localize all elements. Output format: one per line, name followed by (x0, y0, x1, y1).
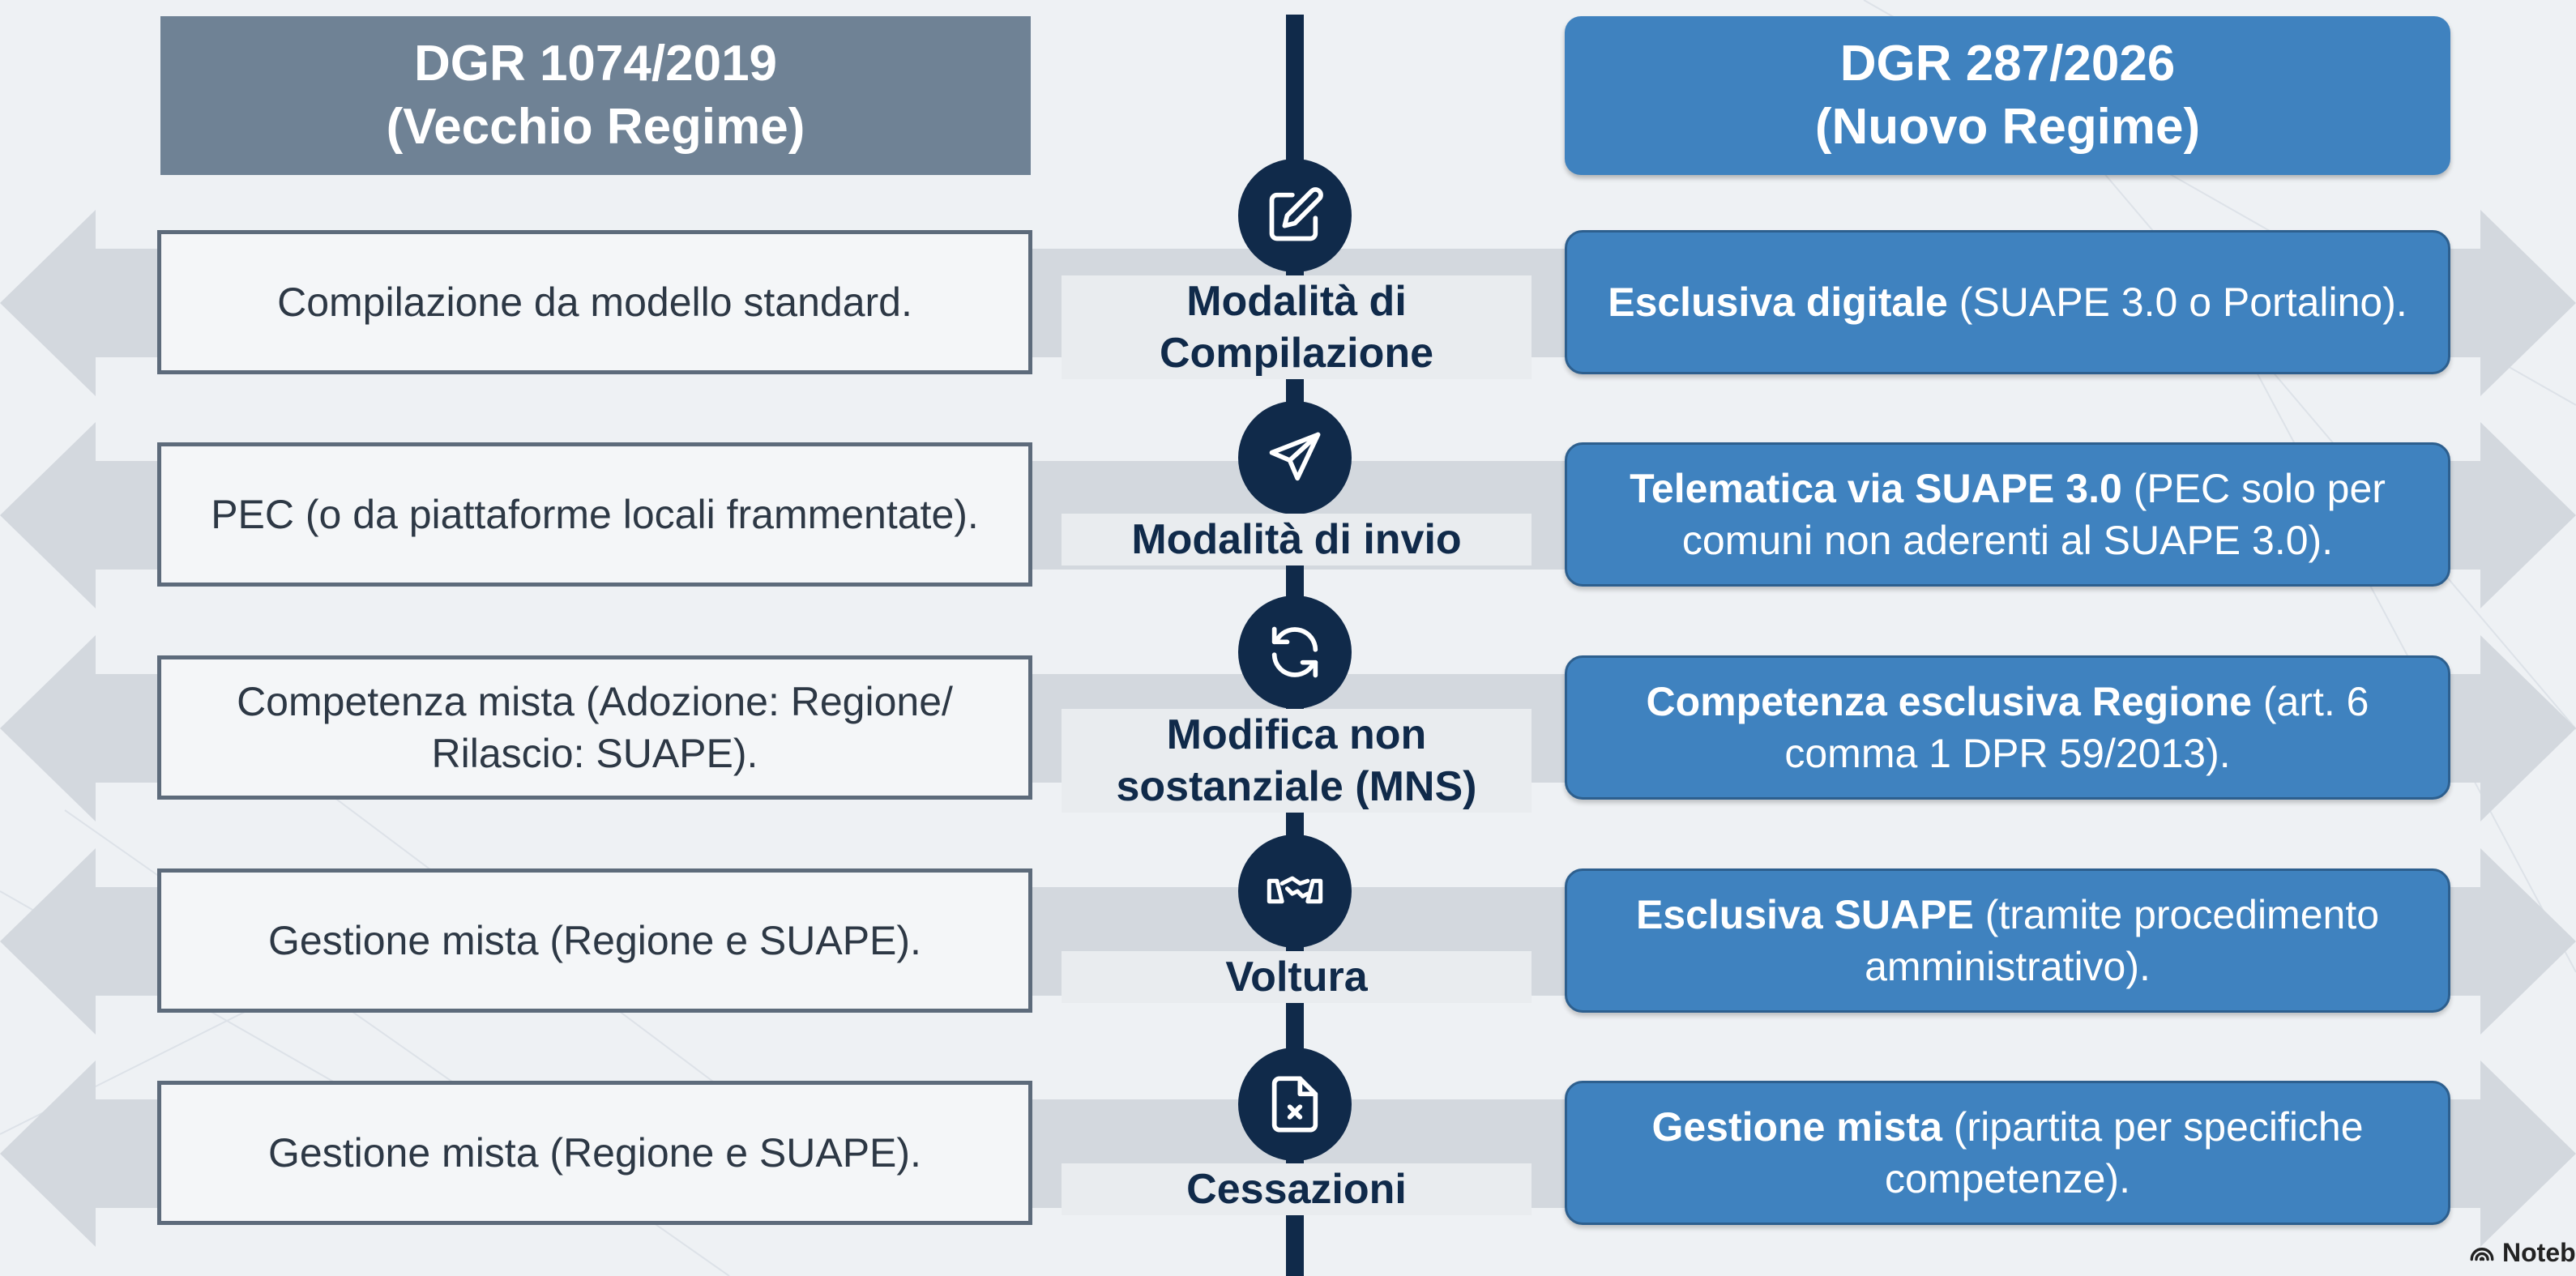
brand-name: Noteb (2502, 1237, 2576, 1267)
new-regime-cell: Competenza esclusiva Regione (art. 6 com… (1565, 655, 2450, 800)
handshake-icon (1238, 834, 1352, 948)
old-regime-cell: Compilazione da modello standard. (157, 230, 1032, 374)
old-regime-text: Gestione mista (Regione e SUAPE). (268, 1130, 921, 1176)
old-regime-title: DGR 1074/2019 (413, 36, 778, 92)
row-label: Modalità di Compilazione (1062, 275, 1532, 379)
row-label: Modifica non sostanziale (MNS) (1062, 709, 1532, 813)
new-regime-bold: Competenza esclusiva Regione (1646, 679, 2252, 724)
new-regime-cell: Esclusiva digitale (SUAPE 3.0 o Portalin… (1565, 230, 2450, 374)
old-regime-cell: Competenza mista (Adozione: Regione/ Ril… (157, 655, 1032, 800)
row-label: Modalità di invio (1062, 514, 1532, 565)
new-regime-detail: (art. 6 comma 1 DPR 59/2013). (1784, 679, 2369, 776)
row-label: Cessazioni (1062, 1163, 1532, 1215)
brand-logo-icon (2470, 1248, 2494, 1261)
row-label: Voltura (1062, 951, 1532, 1003)
new-regime-bold: Esclusiva SUAPE (1635, 892, 1974, 937)
old-regime-cell: Gestione mista (Regione e SUAPE). (157, 868, 1032, 1013)
new-regime-text: Competenza esclusiva Regione (art. 6 com… (1591, 676, 2424, 779)
new-regime-detail: (tramite procedimento amministrativo). (1865, 892, 2380, 989)
send-icon (1238, 401, 1352, 514)
new-regime-subtitle: (Nuovo Regime) (1814, 99, 2201, 155)
old-regime-subtitle: (Vecchio Regime) (386, 99, 805, 155)
new-regime-cell: Gestione mista (ripartita per specifiche… (1565, 1081, 2450, 1225)
new-regime-title: DGR 287/2026 (1839, 36, 2176, 92)
edit-icon (1238, 159, 1352, 272)
new-regime-cell: Esclusiva SUAPE (tramite procedimento am… (1565, 868, 2450, 1013)
new-regime-detail: (SUAPE 3.0 o Portalino). (1947, 280, 2407, 325)
old-regime-cell: PEC (o da piattaforme locali frammentate… (157, 442, 1032, 587)
new-regime-detail: (PEC solo per comuni non aderenti al SUA… (1681, 466, 2386, 563)
new-regime-bold: Telematica via SUAPE 3.0 (1630, 466, 2122, 511)
new-regime-bold: Esclusiva digitale (1608, 280, 1948, 325)
old-regime-text: Compilazione da modello standard. (277, 280, 912, 325)
new-regime-text: Gestione mista (ripartita per specifiche… (1591, 1101, 2424, 1205)
old-regime-cell: Gestione mista (Regione e SUAPE). (157, 1081, 1032, 1225)
new-regime-bold: Gestione mista (1651, 1104, 1942, 1150)
file-x-icon (1238, 1048, 1352, 1161)
new-regime-text: Esclusiva digitale (SUAPE 3.0 o Portalin… (1608, 276, 2407, 328)
new-regime-header: DGR 287/2026 (Nuovo Regime) (1565, 16, 2450, 175)
old-regime-text: Gestione mista (Regione e SUAPE). (268, 918, 921, 963)
new-regime-text: Esclusiva SUAPE (tramite procedimento am… (1591, 889, 2424, 992)
new-regime-cell: Telematica via SUAPE 3.0 (PEC solo per c… (1565, 442, 2450, 587)
old-regime-text: Competenza mista (Adozione: Regione/ Ril… (237, 679, 953, 776)
new-regime-text: Telematica via SUAPE 3.0 (PEC solo per c… (1591, 463, 2424, 566)
brand-watermark: Noteb (2468, 1236, 2576, 1269)
refresh-icon (1238, 595, 1352, 709)
old-regime-header: DGR 1074/2019 (Vecchio Regime) (160, 16, 1031, 175)
new-regime-detail: (ripartita per specifiche competenze). (1885, 1104, 2364, 1201)
old-regime-text: PEC (o da piattaforme locali frammentate… (211, 492, 979, 537)
